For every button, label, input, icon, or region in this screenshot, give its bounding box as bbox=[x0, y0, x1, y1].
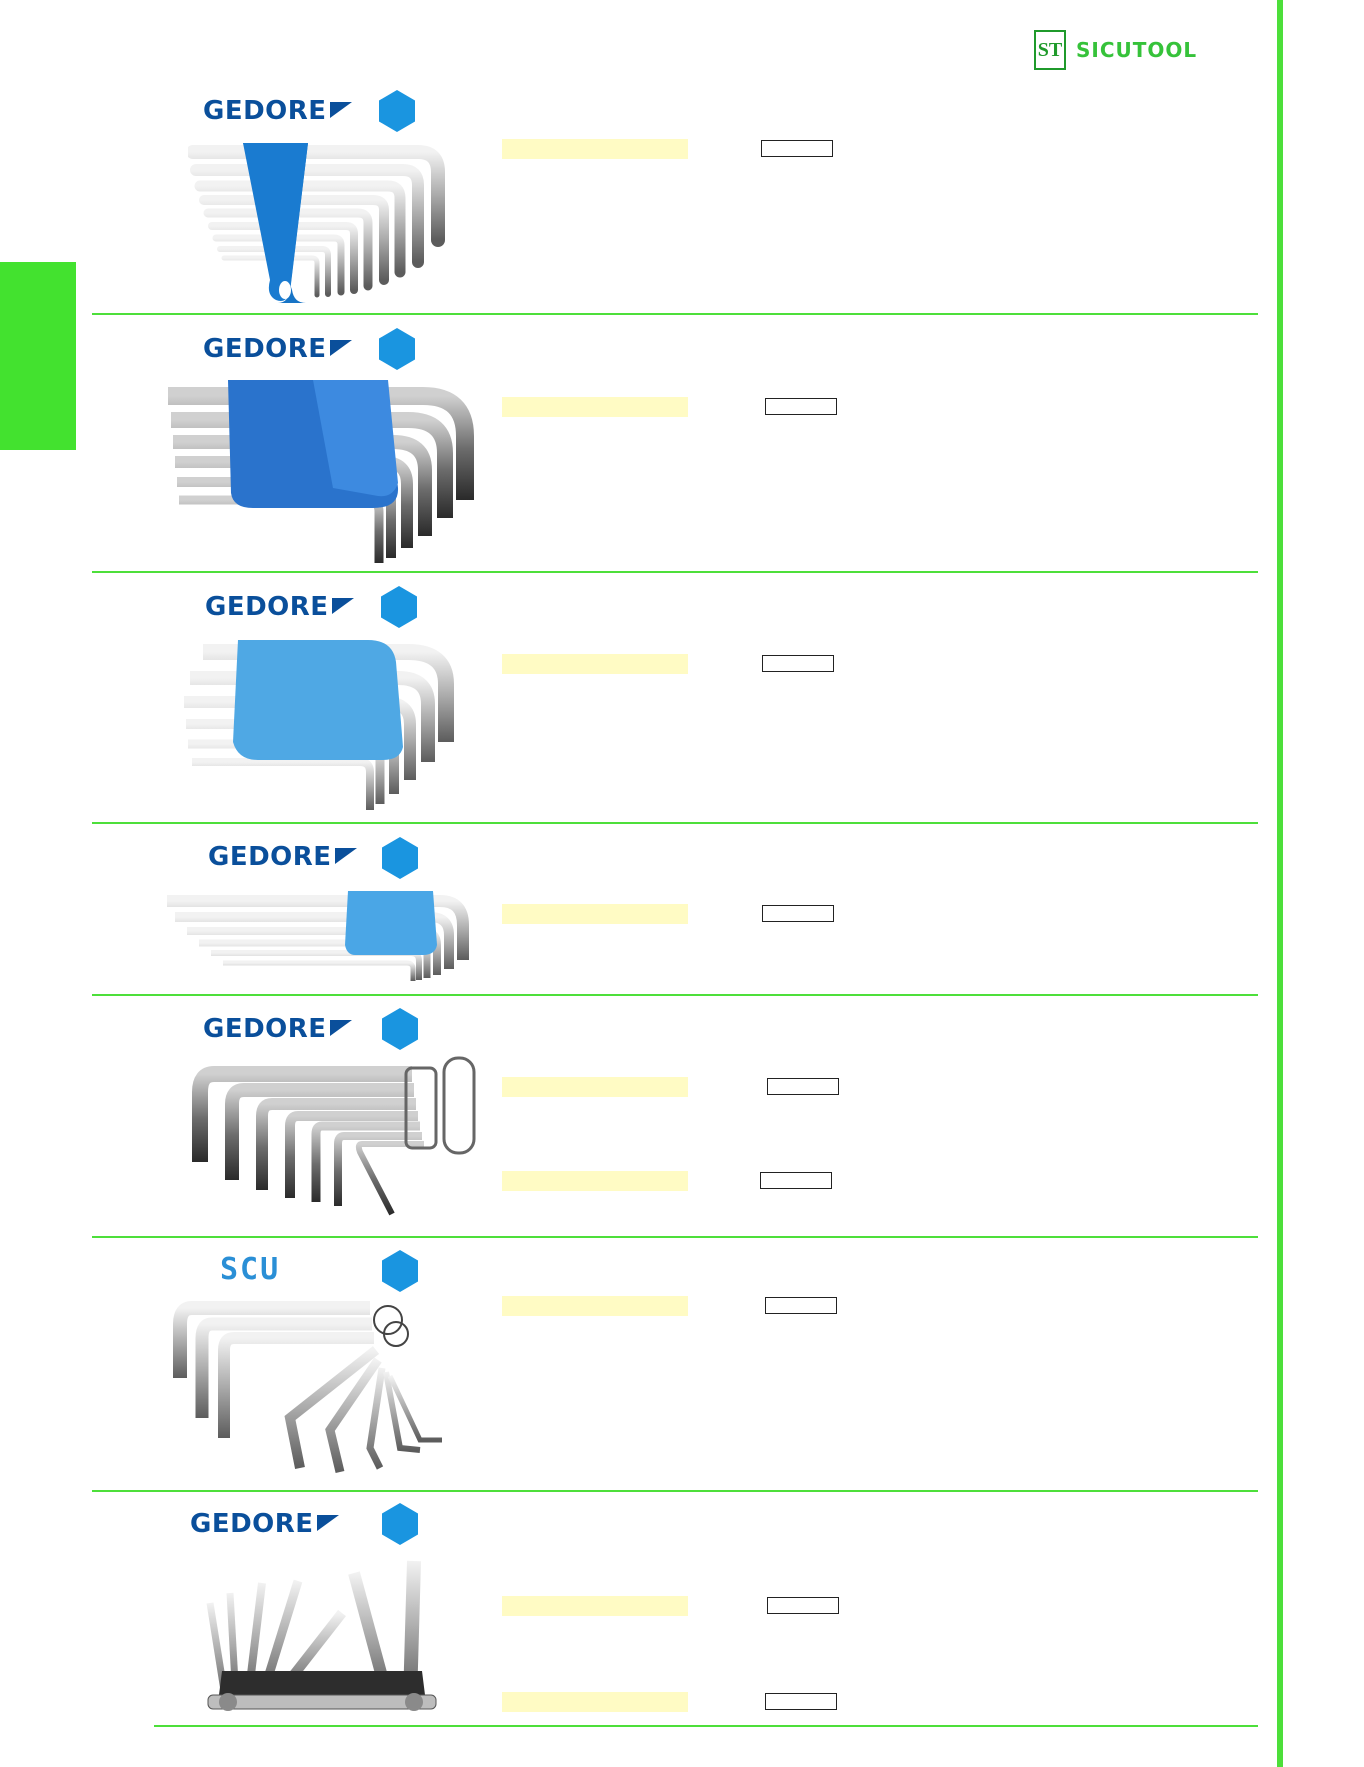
gedore-flag-icon bbox=[316, 1515, 339, 1531]
code-box bbox=[765, 1297, 837, 1314]
description-highlight bbox=[502, 1692, 688, 1712]
hex-badge-icon bbox=[382, 1503, 418, 1545]
gedore-logo: GEDORE bbox=[203, 96, 352, 126]
gedore-brand-name: GEDORE bbox=[190, 1509, 314, 1539]
section-divider bbox=[92, 313, 1258, 315]
hex-key-set-inch-image bbox=[184, 640, 454, 810]
sicutool-logo-icon: ST bbox=[1034, 30, 1066, 70]
code-box bbox=[761, 140, 833, 157]
hex-key-ring-set-image bbox=[192, 1056, 476, 1216]
description-highlight bbox=[502, 654, 688, 674]
section-divider bbox=[92, 1236, 1258, 1238]
gedore-brand-name: GEDORE bbox=[203, 1014, 327, 1044]
description-highlight bbox=[502, 139, 688, 159]
gedore-flag-icon bbox=[329, 102, 352, 118]
section-divider bbox=[154, 1725, 1258, 1727]
description-highlight bbox=[502, 1596, 688, 1616]
hex-badge-icon bbox=[381, 586, 417, 628]
code-box bbox=[765, 398, 837, 415]
description-highlight bbox=[502, 397, 688, 417]
hex-badge-icon bbox=[382, 837, 418, 879]
section-divider bbox=[92, 822, 1258, 824]
hex-key-set-holder-image bbox=[188, 143, 445, 303]
hex-key-set-long-image bbox=[167, 891, 469, 981]
gedore-brand-name: GEDORE bbox=[203, 334, 327, 364]
description-highlight bbox=[502, 904, 688, 924]
code-box bbox=[762, 655, 834, 672]
scu-logo: SCU bbox=[220, 1252, 281, 1287]
folding-hex-key-set-image bbox=[206, 1560, 437, 1711]
gedore-flag-icon bbox=[329, 1020, 352, 1036]
code-box bbox=[762, 905, 834, 922]
code-box bbox=[760, 1172, 832, 1189]
right-edge-bar bbox=[1277, 0, 1283, 1767]
hex-badge-icon bbox=[379, 90, 415, 132]
hex-key-set-metric-image bbox=[168, 380, 474, 563]
hex-key-ring-set-image bbox=[173, 1301, 442, 1474]
hex-badge-icon bbox=[382, 1008, 418, 1050]
gedore-flag-icon bbox=[334, 848, 357, 864]
code-box bbox=[767, 1078, 839, 1095]
gedore-brand-name: GEDORE bbox=[205, 592, 329, 622]
gedore-logo: GEDORE bbox=[203, 1014, 352, 1044]
gedore-brand-name: GEDORE bbox=[203, 96, 327, 126]
hex-badge-icon bbox=[382, 1250, 418, 1292]
gedore-flag-icon bbox=[329, 340, 352, 356]
brand-header: ST SICUTOOL bbox=[1034, 30, 1197, 70]
description-highlight bbox=[502, 1171, 688, 1191]
section-divider bbox=[92, 994, 1258, 996]
description-highlight bbox=[502, 1296, 688, 1316]
hex-badge-icon bbox=[379, 328, 415, 370]
gedore-brand-name: GEDORE bbox=[208, 842, 332, 872]
section-tab bbox=[0, 262, 76, 450]
description-highlight bbox=[502, 1077, 688, 1097]
brand-name: SICUTOOL bbox=[1076, 38, 1198, 62]
gedore-logo: GEDORE bbox=[190, 1509, 339, 1539]
gedore-flag-icon bbox=[331, 598, 354, 614]
section-divider bbox=[92, 571, 1258, 573]
gedore-logo: GEDORE bbox=[205, 592, 354, 622]
gedore-logo: GEDORE bbox=[208, 842, 357, 872]
code-box bbox=[765, 1693, 837, 1710]
code-box bbox=[767, 1597, 839, 1614]
gedore-logo: GEDORE bbox=[203, 334, 352, 364]
section-divider bbox=[92, 1490, 1258, 1492]
